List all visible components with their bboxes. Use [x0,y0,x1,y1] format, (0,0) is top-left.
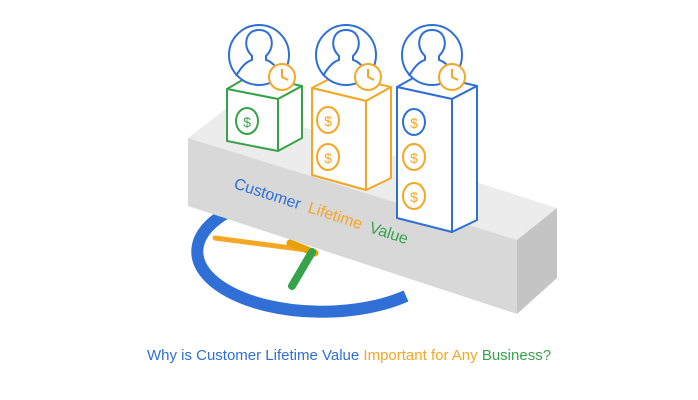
caption-part2: Important for Any [363,347,478,364]
dollar-coin-icon: $ [324,113,332,129]
dollar-coin-icon: $ [243,114,251,130]
dollar-coin-icon: $ [410,189,418,205]
caption-part3: Business? [481,347,552,364]
blue-customer-block: $ $ $ [396,24,478,233]
orange-customer-block: $ $ [311,24,392,191]
dollar-coin-icon: $ [410,115,418,131]
dollar-coin-icon: $ [410,150,418,166]
green-customer-block: $ [226,24,303,152]
gauge-dial-icon [191,201,409,318]
dollar-coin-icon: $ [324,150,332,166]
caption-part1: Why is Customer Lifetime Value [146,347,360,364]
caption: Why is Customer Lifetime Value Important… [0,347,698,364]
